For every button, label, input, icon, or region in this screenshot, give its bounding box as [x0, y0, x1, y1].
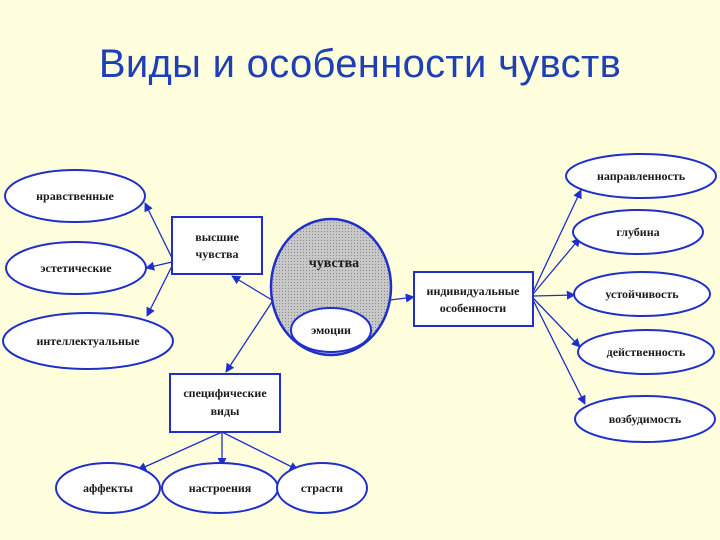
- node-specific-types: специфические виды: [169, 373, 281, 433]
- node-effectiveness: действенность: [577, 329, 715, 375]
- node-depth: глубина: [572, 209, 704, 255]
- arrow-individual-to-effectiveness: [532, 297, 581, 348]
- arrow-individual-to-stability: [532, 290, 576, 300]
- label-excitability: возбудимость: [609, 412, 682, 426]
- arrow-individual-to-depth: [532, 237, 581, 295]
- arrow-specific-to-affects: [137, 431, 223, 471]
- label-individual-1: индивидуальные: [427, 284, 521, 298]
- slide-title: Виды и особенности чувств: [98, 42, 622, 86]
- node-stability: устойчивость: [573, 271, 711, 317]
- node-individual-features: индивидуальные особенности: [413, 271, 534, 327]
- label-affects: аффекты: [83, 481, 134, 495]
- label-direction: направленность: [597, 169, 686, 183]
- label-passions: страсти: [301, 481, 343, 495]
- label-emotions: эмоции: [311, 323, 351, 337]
- arrow-higher-to-aesthetic: [145, 261, 173, 271]
- label-moral: нравственные: [36, 189, 114, 203]
- arrow-center-to-higher: [231, 275, 273, 301]
- node-excitability: возбудимость: [574, 395, 716, 443]
- label-center: чувства: [309, 256, 359, 271]
- node-affects: аффекты: [55, 462, 161, 514]
- arrow-specific-to-passions: [221, 431, 299, 471]
- node-center-feelings: чувства эмоции: [269, 217, 393, 357]
- label-higher-1: высшие: [195, 230, 239, 244]
- label-depth: глубина: [616, 225, 659, 239]
- arrow-higher-to-moral: [144, 202, 173, 259]
- arrow-individual-to-excitability: [532, 299, 586, 405]
- label-individual-2: особенности: [440, 301, 507, 315]
- label-stability: устойчивость: [605, 287, 679, 301]
- node-intellectual: интеллектуальные: [2, 312, 174, 370]
- node-moral: нравственные: [4, 169, 146, 223]
- label-specific-1: специфические: [183, 386, 267, 400]
- arrow-higher-to-intellectual: [146, 265, 173, 317]
- label-specific-2: виды: [211, 404, 240, 418]
- label-moods: настроения: [189, 481, 252, 495]
- arrow-center-to-individual: [389, 293, 415, 303]
- node-aesthetic: эстетические: [5, 241, 147, 295]
- label-aesthetic: эстетические: [40, 261, 112, 275]
- label-effectiveness: действенность: [607, 345, 686, 359]
- arrow-individual-to-direction: [532, 189, 582, 293]
- node-direction: направленность: [565, 153, 717, 199]
- node-moods: настроения: [161, 462, 279, 514]
- label-higher-2: чувства: [195, 247, 238, 261]
- label-intellectual: интеллектуальные: [36, 334, 140, 348]
- arrow-center-to-specific: [225, 301, 273, 373]
- node-higher-feelings: высшие чувства: [171, 216, 263, 275]
- node-passions: страсти: [276, 462, 368, 514]
